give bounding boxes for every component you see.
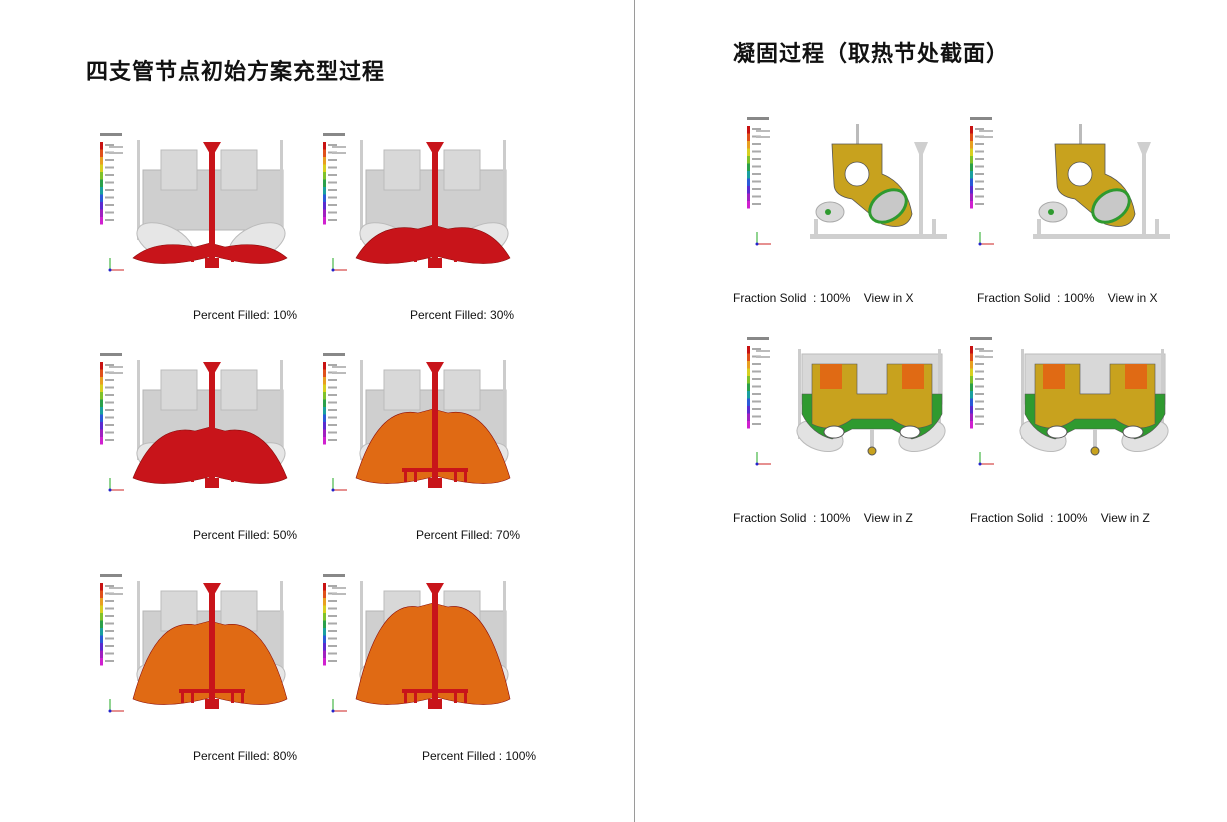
temperature-legend — [323, 353, 346, 445]
fill-simulation-panel — [318, 571, 523, 721]
caption-view: View in Z — [863, 511, 913, 525]
casting-model — [132, 140, 288, 268]
caption-fill-70: Percent Filled: 70% — [416, 528, 521, 542]
caption-label: Fraction Solid — [733, 291, 807, 305]
caption-value: : 100% — [1057, 291, 1095, 305]
caption-value: : 100% — [1050, 511, 1088, 525]
casting-model — [355, 581, 511, 709]
solidification-panel — [965, 114, 1173, 264]
temperature-legend — [970, 117, 993, 209]
temperature-legend — [100, 353, 123, 445]
page-divider — [634, 0, 635, 822]
axis-triad-icon — [755, 452, 771, 466]
left-title: 四支管节点初始方案充型过程 — [86, 60, 386, 85]
temperature-legend — [323, 574, 346, 666]
casting-model — [132, 581, 288, 709]
casting-model — [355, 360, 511, 488]
caption-label: Fraction Solid — [977, 291, 1051, 305]
temperature-legend — [747, 117, 770, 209]
fill-simulation-panel — [95, 571, 300, 721]
axis-triad-icon — [978, 452, 994, 466]
fill-simulation-panel — [95, 350, 300, 500]
caption-value: : 100% — [813, 291, 851, 305]
caption-fill-30: Percent Filled: 30% — [410, 308, 515, 322]
axis-triad-icon — [755, 232, 771, 246]
axis-triad-icon — [331, 699, 347, 713]
caption-solid-3: Fraction Solid : 100% View in Z — [733, 511, 913, 525]
casting-model — [132, 360, 288, 488]
fill-simulation-panel — [95, 130, 300, 280]
caption-fill-80: Percent Filled: 80% — [193, 749, 298, 763]
caption-view: View in X — [863, 291, 914, 305]
caption-solid-1: Fraction Solid : 100% View in X — [733, 291, 914, 305]
axis-triad-icon — [978, 232, 994, 246]
caption-solid-2: Fraction Solid : 100% View in X — [977, 291, 1158, 305]
caption-view: View in X — [1107, 291, 1158, 305]
caption-value: : 100% — [813, 511, 851, 525]
caption-view: View in Z — [1100, 511, 1150, 525]
axis-triad-icon — [108, 478, 124, 492]
fill-simulation-panel — [318, 130, 523, 280]
axis-triad-icon — [108, 258, 124, 272]
section-model — [810, 124, 950, 239]
caption-solid-4: Fraction Solid : 100% View in Z — [970, 511, 1150, 525]
solidification-panel — [742, 114, 950, 264]
caption-fill-10: Percent Filled: 10% — [193, 308, 298, 322]
axis-triad-icon — [108, 699, 124, 713]
caption-label: Fraction Solid — [733, 511, 807, 525]
temperature-legend — [747, 337, 770, 429]
fill-simulation-panel — [318, 350, 523, 500]
caption-label: Fraction Solid — [970, 511, 1044, 525]
caption-fill-100: Percent Filled : 100% — [422, 749, 537, 763]
right-title: 凝固过程（取热节处截面） — [733, 42, 1010, 67]
axis-triad-icon — [331, 258, 347, 272]
temperature-legend — [100, 574, 123, 666]
temperature-legend — [970, 337, 993, 429]
temperature-legend — [323, 133, 346, 225]
section-model — [1019, 349, 1169, 456]
caption-fill-50: Percent Filled: 50% — [193, 528, 298, 542]
section-model — [796, 349, 946, 456]
casting-model — [355, 140, 511, 268]
section-model — [1033, 124, 1173, 239]
solidification-panel — [965, 334, 1170, 484]
temperature-legend — [100, 133, 123, 225]
solidification-panel — [742, 334, 947, 484]
axis-triad-icon — [331, 478, 347, 492]
